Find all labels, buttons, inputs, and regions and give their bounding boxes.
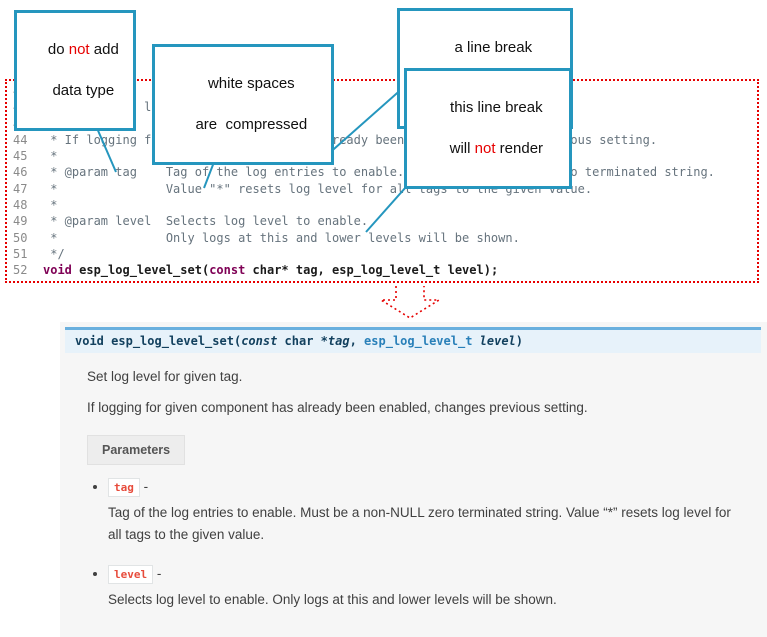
callout-text: this line break [450, 99, 543, 117]
callout-no-datatype: do not add data type [14, 10, 136, 132]
param-item-level: level - Selects log level to enable. Only… [108, 564, 767, 611]
code-line: 49 * @param level Selects log level to e… [13, 213, 715, 229]
signature-segment: char * [277, 334, 328, 348]
line-number: 52 [13, 263, 28, 278]
param-list: tag - Tag of the log entries to enable. M… [92, 478, 767, 611]
signature-segment: tag [327, 334, 350, 348]
rendered-doc-panel: void esp_log_level_set(const char *tag, … [60, 322, 767, 637]
line-number: 46 [13, 165, 28, 180]
code-segment: */ [43, 246, 65, 261]
callout-whitespace: white spaces are compressed [152, 44, 334, 166]
callout-text: data type [52, 81, 115, 99]
callout-text: render [495, 139, 544, 157]
param-description: Selects log level to enable. Only logs a… [108, 591, 557, 607]
code-segment: * [43, 198, 58, 213]
callout-text-emphasis: not [68, 41, 90, 59]
code-line: 48 * [13, 197, 715, 213]
signature-segment: esp_log_level_set [111, 334, 234, 348]
line-number: 49 [13, 214, 28, 229]
callout-text: white spaces [207, 75, 295, 93]
signature-segment: void [75, 334, 104, 348]
param-name-code: level [108, 564, 154, 584]
code-line: 51 */ [13, 246, 715, 262]
code-segment: void [43, 263, 72, 278]
function-signature: void esp_log_level_set(const char *tag, … [65, 327, 761, 353]
callout-break-norender: this line break will not render [404, 68, 572, 190]
signature-segment: level [479, 334, 516, 348]
code-line: 44 * If logging for given component has … [13, 132, 715, 148]
code-segment: * @param tag Tag of the log entries to e… [43, 165, 715, 180]
code-segment: char* tag, esp_log_level_t level); [245, 263, 499, 278]
signature-segment: , [349, 334, 365, 348]
callout-text: do [47, 41, 69, 59]
signature-segment: const [241, 334, 278, 348]
signature-segment: ) [515, 334, 524, 348]
code-segment: * Only logs at this and lower levels wil… [43, 230, 520, 245]
code-line: 52 void esp_log_level_set(const char* tag… [13, 262, 715, 278]
param-name-code: tag [108, 478, 140, 497]
signature-segment: esp_log_level_t [364, 334, 473, 348]
code-line: 46 * @param tag Tag of the log entries t… [13, 164, 715, 180]
code-segment: const [209, 263, 246, 278]
line-number: 44 [13, 132, 28, 147]
param-separator: - [139, 479, 149, 494]
param-description: Tag of the log entries to enable. Must b… [108, 505, 731, 542]
line-number: 47 [13, 181, 28, 196]
signature-segment: ( [233, 334, 242, 348]
line-number: 45 [13, 149, 28, 164]
callout-text: a line break [454, 39, 533, 57]
signature-segment [472, 334, 479, 348]
param-separator: - [153, 565, 162, 581]
line-number: 48 [13, 198, 28, 213]
callout-text-emphasis: not [474, 139, 496, 157]
callout-text: will [449, 139, 475, 157]
doc-brief: Set log level for given tag. [87, 369, 243, 384]
code-segment: * @param level Selects log level to enab… [43, 214, 369, 229]
render-flow-arrow [378, 286, 442, 319]
doc-detail: If logging for given component has alrea… [87, 400, 588, 415]
code-line: 50 * Only logs at this and lower levels … [13, 230, 715, 246]
code-line: 47 * Value "*" resets log level for all … [13, 181, 715, 197]
callout-text: are compressed [195, 115, 308, 133]
param-item-tag: tag - Tag of the log entries to enable. M… [108, 478, 767, 546]
parameters-label: Parameters [87, 435, 186, 465]
line-number: 50 [13, 230, 28, 245]
code-segment: * [43, 149, 58, 164]
callout-text: add [89, 41, 119, 59]
line-number: 51 [13, 246, 28, 261]
code-line: 45 * [13, 148, 715, 164]
code-segment: esp_log_level_set( [71, 263, 210, 278]
